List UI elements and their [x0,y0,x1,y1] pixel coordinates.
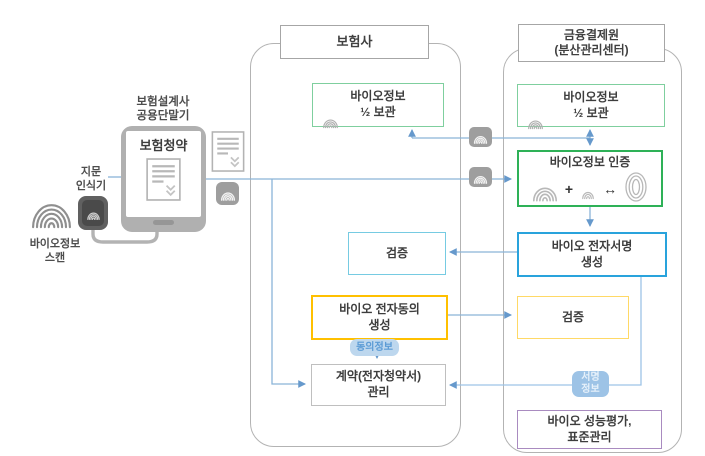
consent-info-badge: 동의정보 [350,339,399,356]
consent-generation-box: 바이오 전자동의 생성 [311,295,448,340]
insurer-bio-store-box: 바이오정보 ½ 보관 [312,83,444,128]
contract-management-box: 계약(전자청약서) 관리 [311,364,446,406]
bio-performance-box: 바이오 성능평가, 표준관리 [517,410,662,449]
kftc-bio-store-label: 바이오정보 ½ 보관 [563,89,619,120]
fingerprint-full-icon [625,171,647,202]
sign-info-badge: 서명 정보 [572,371,609,397]
fingerprint-reader-sensor [82,200,104,226]
insurer-verify-label: 검증 [385,245,409,260]
compare-arrow-symbol: ↔ [603,180,618,197]
fingerprint-data-icon [469,167,492,187]
bio-auth-box: 바이오정보 인증 + ↔ [517,150,663,207]
fingerprint-reader-label: 지문 인식기 [75,166,107,192]
bio-scan-fingerprint-icon [28,193,75,235]
bio-scan-label: 바이오정보 스캔 [29,238,81,264]
tablet-title: 보험청약 [139,138,188,153]
fingerprint-data-icon [216,182,239,205]
bio-signature-generation-label: 바이오 전자서명 생성 [551,238,633,269]
insurer-header: 보험사 [280,25,429,59]
terminal-label: 보험설계사 공용단말기 [136,96,190,123]
document-transfer-icon [211,131,245,177]
bio-auth-title: 바이오정보 인증 [549,155,631,169]
bio-signature-generation-box: 바이오 전자서명 생성 [517,232,667,277]
application-document-icon [146,158,181,206]
plus-symbol: + [564,180,574,197]
fingerprint-icon [527,95,544,136]
fingerprint-part-icon [582,191,594,199]
insurer-bio-store-label: 바이오정보 ½ 보관 [350,89,406,119]
fingerprint-icon [322,94,339,135]
bio-performance-label: 바이오 성능평가, 표준관리 [547,413,632,444]
insurer-verify-box: 검증 [348,232,446,275]
fingerprint-data-icon [469,127,492,147]
bio-auth-icons: + ↔ [531,171,649,202]
contract-management-label: 계약(전자청약서) 관리 [335,369,422,399]
kftc-verify-box: 검증 [517,296,629,339]
kftc-verify-label: 검증 [561,309,585,324]
kftc-header: 금융결제원 (분산관리센터) [518,24,665,62]
fingerprint-half-icon [532,187,557,202]
consent-generation-label: 바이오 전자동의 생성 [339,301,420,332]
tablet-home-button [153,220,174,225]
kftc-bio-store-box: 바이오정보 ½ 보관 [517,84,665,129]
